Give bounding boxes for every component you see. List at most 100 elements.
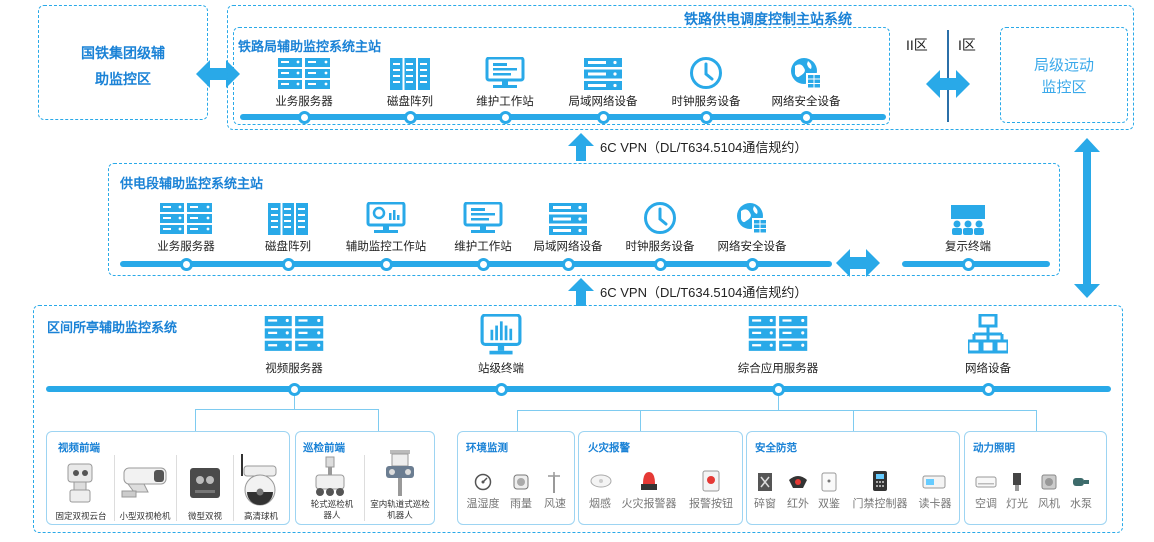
section-device-label: 局域网络设备 [533,241,603,253]
remote-control-region [1000,27,1128,123]
patrol-item-label: 轮式巡检机器人 [310,499,354,520]
network-topology-icon [968,314,1008,354]
bidirectional-arrow-icon [836,249,880,277]
substation-monitoring-system [33,305,1123,533]
thermometer-gauge-icon [474,473,492,491]
section-display-label: 复示终端 [945,241,991,253]
video-item-label: 小型双视枪机 [119,511,171,521]
rain-gauge-icon [513,474,529,490]
dome-camera-icon [241,454,277,506]
bus-node [597,111,610,124]
remote-line-1: 局级远动 [1033,57,1094,74]
bureau-device-label: 时钟服务设备 [671,96,741,108]
bus-node [700,111,713,124]
bus-node [746,258,759,271]
bureau-device-label: 维护工作站 [476,96,534,108]
alarm-button-icon [702,470,720,492]
wheeled-robot-icon [315,456,345,496]
server-rack-icon [264,316,324,352]
disk-array-icon [390,58,430,90]
national-line-1: 国铁集团级辅 [81,45,165,61]
power-item-label: 空调 [975,498,997,510]
substation-device-label: 视频服务器 [265,363,323,375]
zone-exchange-arrow-icon [926,70,970,98]
server-rack-icon [748,316,808,352]
bus-node [499,111,512,124]
network-switch-icon [549,203,587,235]
bus-node [298,111,311,124]
section-device-label: 维护工作站 [454,241,512,253]
patrol-item-label: 室内轨道式巡检机器人 [370,499,430,520]
patrol-frontend-title: 巡检前端 [303,442,345,454]
connector-line [517,410,518,431]
section-device-label: 网络安全设备 [717,241,787,253]
section-master-station [108,163,1060,276]
mini-camera-icon [190,468,220,498]
divider [114,455,115,521]
remote-region-label: 局级远动 监控区 [1000,55,1128,99]
security-item-label: 碎窗 [754,498,776,510]
vpn-up-arrow-icon [568,133,594,161]
fire-alarm-light-icon [641,472,657,490]
clock-icon [643,201,677,235]
vertical-bidirectional-arrow-icon [1074,138,1100,298]
zone-divider [947,30,949,122]
light-icon [1013,473,1021,491]
divider [233,455,234,521]
connector-line [294,396,295,409]
section-network-bus-left [120,261,832,267]
substation-device-label: 综合应用服务器 [737,363,819,375]
bus-node [800,111,813,124]
network-security-icon [735,201,769,235]
video-item-label: 固定双视云台 [55,511,107,521]
pan-tilt-camera-icon [67,463,93,503]
divider [176,455,177,521]
bus-node [654,258,667,271]
remote-line-2: 监控区 [1041,79,1087,96]
security-item-label: 双鉴 [818,498,840,510]
video-frontend-title: 视频前端 [58,442,100,454]
server-rack-icon [278,58,330,90]
section-device-label: 辅助监控工作站 [345,241,427,253]
bus-node [772,383,785,396]
display-terminal-icon [948,203,988,235]
network-security-icon [789,56,823,90]
zone-i-label: I区 [958,37,976,53]
infrared-sensor-icon [789,476,807,488]
access-controller-icon [873,471,887,491]
substation-device-label: 站级终端 [478,363,524,375]
power-item-label: 风机 [1038,498,1060,510]
bureau-device-label: 局域网络设备 [568,96,638,108]
bus-node [495,383,508,396]
env-item-label: 风速 [544,498,566,510]
monitor-workstation-icon [485,57,525,89]
railway-power-dispatch-system [227,5,1134,130]
power-lighting-title: 动力照明 [973,442,1015,454]
power-item-label: 灯光 [1006,498,1028,510]
security-item-label: 读卡器 [918,498,952,510]
bus-node [962,258,975,271]
air-conditioner-icon [975,476,997,488]
bureau-device-label: 网络安全设备 [771,96,841,108]
connector-line [195,409,378,410]
vpn-label-upper: 6C VPN（DL/T634.5104通信规约） [600,140,808,155]
zone-ii-label: II区 [906,37,928,53]
station-terminal-icon [480,314,522,356]
card-reader-icon [922,475,946,489]
env-item-label: 雨量 [510,498,532,510]
section-device-label: 时钟服务设备 [625,241,695,253]
bureau-device-label: 磁盘阵列 [387,96,433,108]
monitor-workstation-icon [463,202,503,234]
env-item-label: 温湿度 [466,498,500,510]
video-item-label: 高清球机 [243,511,279,521]
bureau-master-station [233,27,890,125]
bus-node [982,383,995,396]
bureau-title: 铁路局辅助监控系统主站 [238,39,382,54]
security-item-label: 红外 [787,498,809,510]
bullet-camera-icon [121,467,167,498]
power-item-label: 水泵 [1070,498,1092,510]
rail-robot-icon [386,450,414,496]
connector-line [640,410,641,431]
bus-node [562,258,575,271]
national-region-label: 国铁集团级辅 助监控区 [38,40,208,92]
